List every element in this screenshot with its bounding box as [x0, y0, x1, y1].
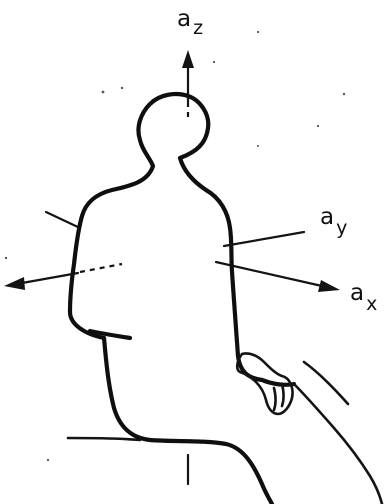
y-axis-right-line [224, 232, 304, 246]
y-axis-left-line [46, 212, 80, 228]
x-axis [4, 262, 340, 292]
z-axis [182, 50, 194, 484]
seat-edge [68, 438, 140, 440]
thigh-outline [294, 384, 382, 504]
z-axis-arrowhead [182, 50, 194, 68]
x-axis-right-arrowhead [318, 280, 340, 292]
person-silhouette [68, 94, 382, 504]
y-axis [46, 212, 304, 246]
x-axis-dashed-segment [80, 264, 122, 272]
finger-lines [274, 384, 284, 410]
x-axis-left-line [22, 273, 78, 283]
x-axis-left-arrowhead [4, 277, 25, 290]
knee-line [304, 362, 348, 404]
